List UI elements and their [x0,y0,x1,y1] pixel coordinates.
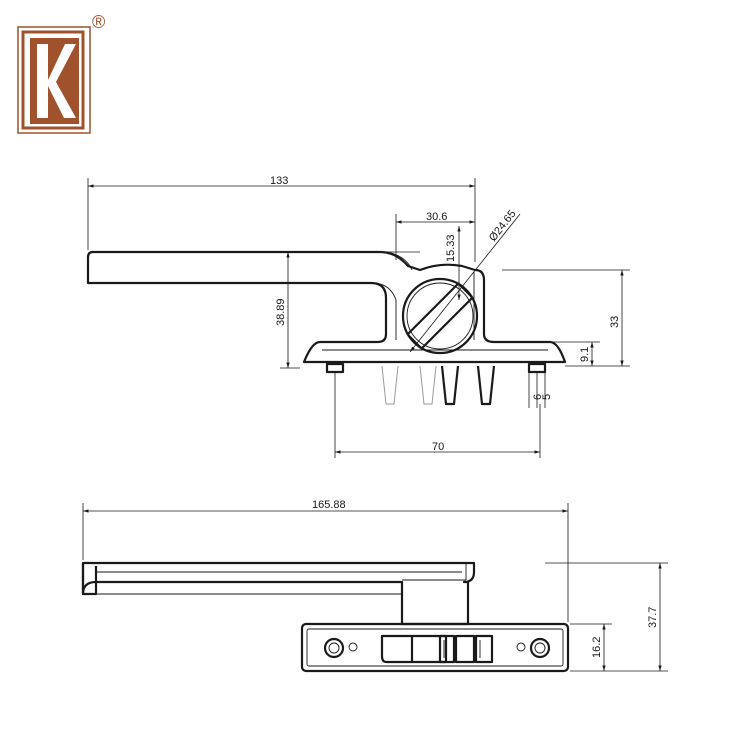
top-view: 133 30.6 15.33 Ø24.65 38.89 33 9.1 6 5 [86,175,630,458]
dim-bottom-base-height: 16.2 [591,637,603,658]
dim-bottom-overall-length: 165.88 [312,499,346,511]
mechanism [380,634,494,664]
dim-hub-vertical: 15.33 [445,234,457,262]
screw-holes [323,637,551,659]
lever-arm [86,250,567,364]
dim-pin-width-a: 6 [532,394,544,400]
dim-base-thickness: 9.1 [579,347,591,362]
dim-hub-offset: 30.6 [426,211,447,223]
registered-mark: ® [92,12,105,32]
hub-circle [401,277,479,355]
dim-pin-width-b: 5 [541,394,553,400]
brand-logo: ® [17,12,105,134]
lever-bar [81,561,476,626]
dim-overall-height: 33 [609,316,621,328]
dim-lever-height: 38.89 [275,298,287,326]
mounting-pins [325,362,547,406]
dim-hub-diameter: Ø24.65 [487,208,519,244]
dim-bottom-overall-height: 37.7 [647,607,659,628]
base-plate [300,622,570,673]
bottom-view: 165.88 37.7 16.2 [81,499,668,673]
dim-overall-length: 133 [270,175,288,187]
dim-pin-spacing: 70 [432,441,444,453]
